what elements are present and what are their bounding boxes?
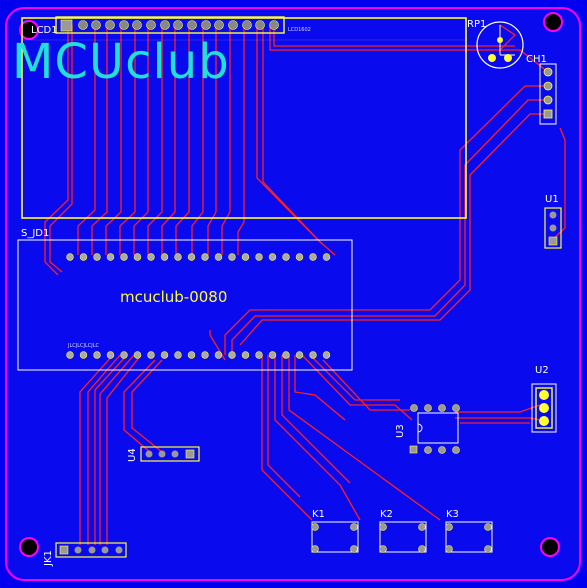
u3-footprint — [409, 404, 460, 454]
sjd1-bottom-pins — [66, 351, 331, 359]
jk1-header — [55, 542, 127, 558]
sjd1-bottom-pin — [160, 351, 169, 359]
sjd1-bottom-pin — [93, 351, 101, 359]
sjd1-bottom-pin — [295, 351, 304, 359]
board-outline — [5, 7, 581, 581]
sjd1-top-pin — [66, 253, 74, 261]
logo: MCUclub — [12, 34, 230, 90]
sjd1-bottom-pin — [79, 351, 88, 359]
sjd1-bottom-pin — [228, 351, 236, 359]
sjd1-top-pin — [268, 253, 277, 261]
sjd1-top-pins — [66, 253, 331, 261]
sjd1-bottom-pin — [241, 351, 250, 359]
lcd1-part-label: LCD1602 — [288, 27, 311, 33]
sjd1-top-pin — [295, 253, 304, 261]
sjd1-bottom-pin — [322, 351, 331, 359]
lcd1-ref: LCD1 — [31, 25, 58, 36]
sjd1-top-pin — [79, 253, 88, 261]
sjd1-top-pin — [201, 253, 209, 261]
sjd1-bottom-pin — [201, 351, 209, 359]
sjd1-top-pin — [214, 253, 223, 261]
sjd1-bottom-pin — [187, 351, 196, 359]
lcd1-footprint: LCD1602 — [21, 16, 467, 219]
u4-header — [140, 446, 200, 462]
sjd1-bottom-pin — [174, 351, 182, 359]
sjd1-top-pin — [133, 253, 142, 261]
k2-ref: K2 — [380, 509, 393, 520]
u2-ref: U2 — [535, 365, 549, 376]
sjd1-bottom-pin — [268, 351, 277, 359]
sjd1-top-pin — [228, 253, 236, 261]
jk1-ref: JK1 — [43, 550, 54, 567]
sjd1-ref: S_JD1 — [21, 228, 49, 239]
sjd1-bottom-pin — [133, 351, 142, 359]
sjd1-top-pin — [282, 253, 290, 261]
switches — [311, 521, 493, 553]
sjd1-top-pin — [120, 253, 128, 261]
sjd1-top-pin — [241, 253, 250, 261]
rp1-ref: RP1 — [467, 19, 486, 30]
u3-ref: U3 — [395, 424, 406, 438]
k3-ref: K3 — [446, 509, 459, 520]
switch-pads — [311, 523, 492, 553]
sjd1-bottom-pin — [106, 351, 115, 359]
mounting-holes — [19, 12, 563, 557]
sjd1-footprint: JLCJLCJLCJLC — [17, 239, 353, 371]
sjd1-top-pin — [160, 253, 169, 261]
sjd1-top-pin — [174, 253, 182, 261]
sjd1-bottom-pin — [147, 351, 155, 359]
sjd1-bottom-pin — [120, 351, 128, 359]
sjd1-top-pin — [106, 253, 115, 261]
k1-ref: K1 — [312, 509, 325, 520]
u2-footprint — [531, 383, 557, 433]
sjd1-bottom-pin — [282, 351, 290, 359]
sjd1-top-pin — [93, 253, 101, 261]
sjd1-bottom-pin — [66, 351, 74, 359]
u1-header — [544, 207, 562, 249]
sjd1-bottom-pin — [255, 351, 263, 359]
sjd1-top-pin — [309, 253, 317, 261]
u1-ref: U1 — [545, 194, 559, 205]
ch1-ref: CH1 — [526, 54, 547, 65]
sjd1-bottom-pin — [214, 351, 223, 359]
sjd1-top-pin — [255, 253, 263, 261]
sjd1-top-pin — [147, 253, 155, 261]
board-title: mcuclub-0080 — [120, 288, 227, 306]
u4-ref: U4 — [127, 448, 138, 462]
rp1-potentiometer — [476, 21, 524, 69]
sjd1-top-pin — [322, 253, 331, 261]
sjd1-bottom-pin — [309, 351, 317, 359]
ch1-header — [539, 63, 557, 125]
sjd1-top-pin — [187, 253, 196, 261]
sjd1-bottom-silk: JLCJLCJLCJLC — [67, 343, 100, 349]
